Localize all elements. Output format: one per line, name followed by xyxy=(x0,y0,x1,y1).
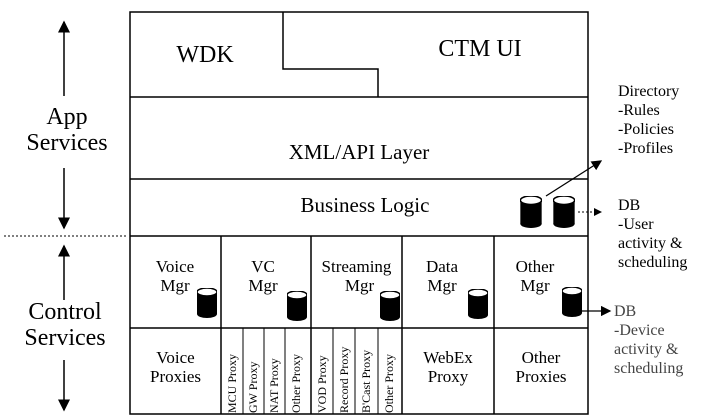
database-icon xyxy=(553,196,575,228)
vod-proxy-label: VOD Proxy xyxy=(315,355,329,413)
wdk-label: WDK xyxy=(176,42,234,68)
business-logic-layer: Business Logic xyxy=(300,193,430,217)
arrow-to-directory xyxy=(545,160,603,197)
bcast-proxy-label: B'Cast Proxy xyxy=(359,349,373,413)
database-icon xyxy=(380,291,400,321)
gw-proxy-label: GW Proxy xyxy=(246,361,260,413)
ctm-ui-label: CTM UI xyxy=(438,36,522,62)
app-services-label: App Services xyxy=(26,104,108,157)
user-db-note: DB -User activity & scheduling xyxy=(618,197,688,271)
database-icon xyxy=(562,287,582,317)
wdk-ctm-divider xyxy=(282,12,379,97)
mcu-proxy-label: MCU Proxy xyxy=(225,353,239,413)
control-services-label: Control Services xyxy=(24,299,106,352)
directory-note: Directory -Rules -Policies -Profiles xyxy=(618,83,680,157)
xml-api-layer: XML/API Layer xyxy=(288,140,430,164)
nat-proxy-label: NAT Proxy xyxy=(267,358,281,413)
record-proxy-label: Record Proxy xyxy=(337,346,351,413)
streaming-other-proxy-label: Other Proxy xyxy=(382,354,396,413)
vc-other-proxy-label: Other Proxy xyxy=(289,354,303,413)
database-icon xyxy=(520,196,542,228)
device-db-note: DB -Device activity & scheduling xyxy=(614,303,684,377)
database-icon xyxy=(287,291,307,321)
outer-frame xyxy=(129,11,589,415)
